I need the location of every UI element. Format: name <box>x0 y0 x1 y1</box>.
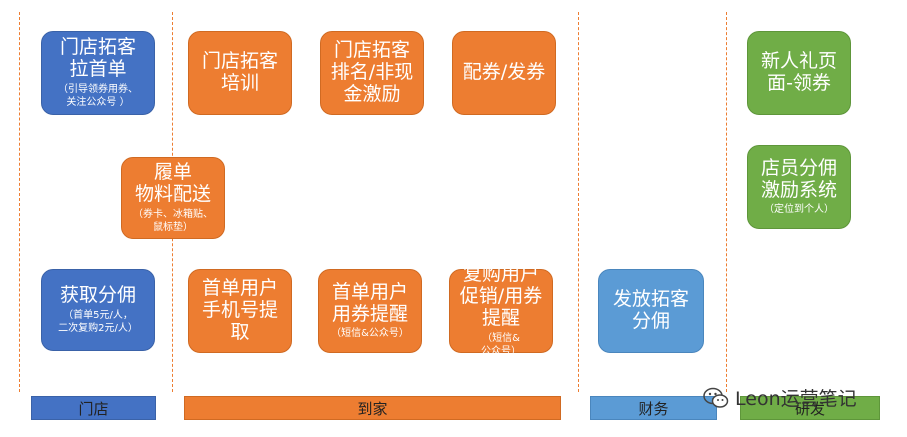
box-title: 获取分佣 <box>59 284 136 307</box>
lane-label-delivery: 到家 <box>184 396 561 420</box>
box-subtitle: （短信& 公众号） <box>481 332 521 357</box>
box-title: 店员分佣 激励系统 <box>760 156 837 201</box>
box-subtitle: （引导领券用券、 关注公众号 ） <box>58 83 138 108</box>
get-commission-box: 获取分佣 （首单5元/人， 二次复购2元/人） <box>41 269 155 351</box>
coupon-issue-box: 配券/发券 <box>452 31 556 115</box>
lane-separator <box>578 12 579 392</box>
watermark-text: Leon运营笔记 <box>735 388 857 410</box>
store-training-box: 门店拓客 培训 <box>188 31 292 115</box>
box-subtitle: （首单5元/人， 二次复购2元/人） <box>58 309 138 334</box>
watermark: Leon运营笔记 <box>703 384 857 411</box>
box-subtitle: （短信&公众号） <box>331 328 409 340</box>
box-title: 门店拓客 拉首单 <box>59 36 136 80</box>
newcomer-page-box: 新人礼页 面-领券 <box>747 31 851 115</box>
coupon-reminder-box: 首单用户 用券提醒 （短信&公众号） <box>318 269 422 353</box>
fulfillment-box: 履单 物料配送 （券卡、冰箱贴、 鼠标垫） <box>121 157 225 239</box>
box-title: 发放拓客 分佣 <box>612 288 689 332</box>
box-subtitle: （定位到个人） <box>764 204 834 216</box>
repurchase-box: 复购用户 促销/用券 提醒 （短信& 公众号） <box>449 263 553 357</box>
box-title: 履单 物料配送 <box>134 161 211 205</box>
lane-separator <box>726 12 727 392</box>
box-title: 新人礼页 面-领券 <box>760 50 837 94</box>
phone-collect-box: 首单用户 手机号提 取 <box>188 269 292 353</box>
lane-separator <box>19 12 20 392</box>
box-title: 首单用户 用券提醒 <box>331 280 408 325</box>
box-title: 门店拓客 培训 <box>201 50 278 94</box>
lane-label-finance: 财务 <box>590 396 717 420</box>
issue-commission-box: 发放拓客 分佣 <box>598 269 704 353</box>
lane-label-rnd: 研发 <box>740 396 880 420</box>
lane-label-store: 门店 <box>31 396 156 420</box>
box-title: 配券/发券 <box>462 61 546 84</box>
box-title: 首单用户 手机号提 取 <box>201 277 278 343</box>
wechat-icon <box>703 387 729 408</box>
staff-incentive-box: 店员分佣 激励系统 （定位到个人） <box>747 145 851 229</box>
store-first-order-box: 门店拓客 拉首单 （引导领券用券、 关注公众号 ） <box>41 31 155 115</box>
box-title: 复购用户 促销/用券 提醒 <box>459 263 543 329</box>
store-ranking-box: 门店拓客 排名/非现 金激励 <box>320 31 424 115</box>
box-subtitle: （券卡、冰箱贴、 鼠标垫） <box>133 208 213 233</box>
box-title: 门店拓客 排名/非现 金激励 <box>330 39 414 105</box>
